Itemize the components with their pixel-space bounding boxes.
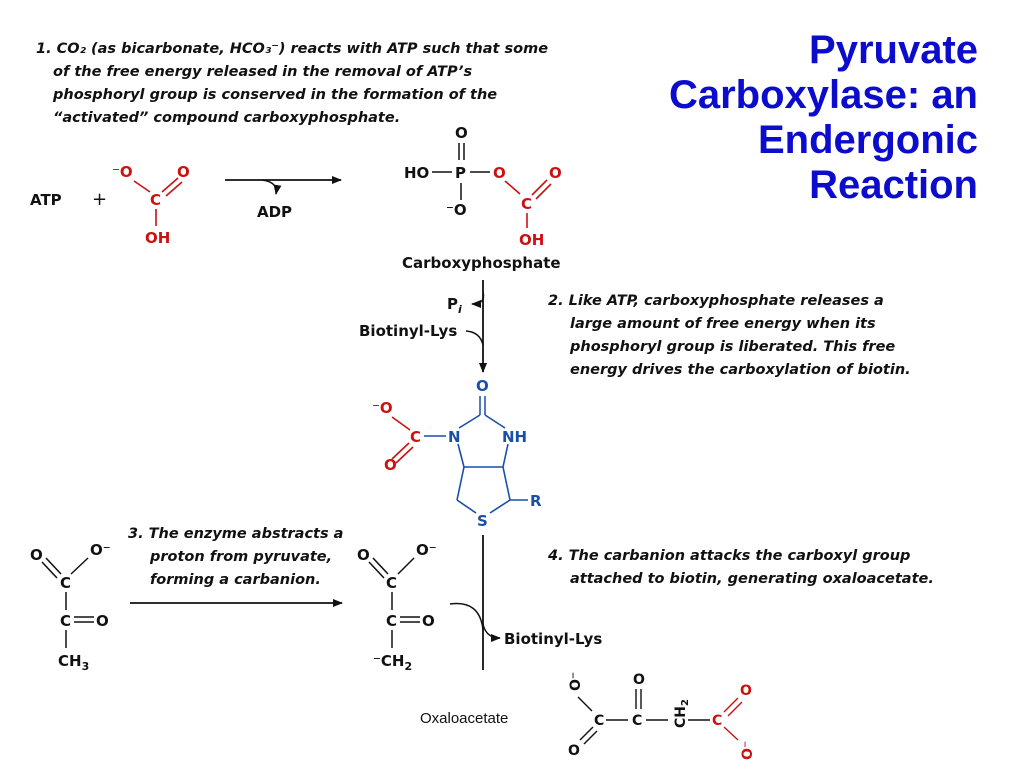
pi-label: Pi (447, 295, 462, 316)
step-4-line-1: 4. The carbanion attacks the carboxyl gr… (548, 548, 911, 564)
svg-text:C: C (632, 713, 642, 729)
adp-release-arrow (261, 179, 282, 195)
svg-text:O: O (177, 163, 190, 181)
step-1-line-1: 1. CO₂ (as bicarbonate, HCO₃⁻) reacts wi… (36, 41, 549, 57)
step-3-line-3: forming a carbanion. (150, 572, 321, 588)
step-2-text: 2. Like ATP, carboxyphosphate releases a… (548, 290, 911, 382)
carbanion-structure: O O⁻ C C O ⁻CH2 (357, 541, 437, 673)
title-line-4: Reaction (809, 163, 978, 207)
svg-text:O⁻: O⁻ (568, 672, 584, 691)
svg-text:O: O (455, 124, 468, 142)
svg-text:O: O (493, 164, 506, 182)
pi-release-arrow (471, 291, 485, 308)
svg-text:⁻O: ⁻O (446, 201, 467, 219)
svg-text:C: C (712, 713, 722, 729)
carbanion-attack-arrow (449, 602, 484, 631)
step-1-line-3: phosphoryl group is conserved in the for… (53, 87, 498, 103)
pyruvate-structure: O O⁻ C C O CH3 (30, 541, 111, 673)
carboxyphosphate-structure: O HO P O ⁻O C O OH (404, 124, 562, 249)
svg-text:O: O (422, 612, 435, 630)
slide-title: Pyruvate Carboxylase: an Endergonic Reac… (669, 28, 978, 208)
carboxyphosphate-label: Carboxyphosphate (402, 254, 561, 272)
title-line-1: Pyruvate (809, 28, 978, 72)
svg-text:C: C (386, 612, 397, 630)
svg-text:HO: HO (404, 164, 429, 182)
step-2-line-1: 2. Like ATP, carboxyphosphate releases a (548, 293, 884, 309)
svg-text:O⁻: O⁻ (416, 541, 437, 559)
svg-text:O: O (633, 672, 645, 688)
oxaloacetate-structure: O⁻ C O C O CH2 C O O⁻ (568, 672, 756, 760)
svg-text:NH: NH (502, 428, 527, 446)
svg-text:⁻O: ⁻O (112, 163, 133, 181)
svg-text:C: C (60, 574, 71, 592)
svg-text:OH: OH (519, 231, 544, 249)
svg-text:O: O (384, 456, 397, 474)
svg-text:O: O (476, 377, 489, 395)
svg-text:C: C (521, 195, 532, 213)
svg-text:S: S (477, 512, 488, 530)
svg-text:O: O (549, 164, 562, 182)
step-1-line-2: of the free energy released in the remov… (53, 64, 473, 80)
svg-text:O⁻: O⁻ (90, 541, 111, 559)
svg-text:CH2: CH2 (673, 699, 691, 728)
biotinyl-lys-release-arrow (482, 623, 501, 642)
svg-text:⁻CH2: ⁻CH2 (373, 652, 412, 673)
svg-text:C: C (386, 574, 397, 592)
svg-text:C: C (410, 428, 421, 446)
step-1-text: 1. CO₂ (as bicarbonate, HCO₃⁻) reacts wi… (36, 38, 548, 130)
step-4-text: 4. The carbanion attacks the carboxyl gr… (548, 545, 934, 591)
svg-text:C: C (60, 612, 71, 630)
svg-text:O: O (357, 546, 370, 564)
step-4-line-2: attached to biotin, generating oxaloacet… (570, 571, 934, 587)
step-3-line-1: 3. The enzyme abstracts a (128, 526, 344, 542)
title-line-3: Endergonic (757, 118, 978, 162)
svg-text:N: N (448, 428, 461, 446)
adp-label: ADP (257, 203, 292, 221)
svg-text:CH3: CH3 (58, 652, 89, 673)
oxaloacetate-label: Oxaloacetate (420, 710, 508, 727)
r-group-label: R (530, 492, 542, 510)
step-2-line-4: energy drives the carboxylation of bioti… (570, 362, 911, 378)
svg-text:O⁻: O⁻ (740, 741, 756, 760)
atp-label: ATP (30, 191, 62, 209)
svg-text:P: P (455, 164, 466, 182)
step-3-line-2: proton from pyruvate, (150, 549, 333, 565)
svg-text:OH: OH (145, 229, 170, 247)
svg-text:O: O (740, 683, 752, 699)
step-2-line-3: phosphoryl group is liberated. This free (570, 339, 896, 355)
biotinyl-lys-label-1: Biotinyl-Lys (359, 322, 457, 340)
step-1-line-4: “activated” compound carboxyphosphate. (53, 110, 401, 126)
carboxybiotin-structure: ⁻O C O O N NH S R (372, 377, 542, 530)
biotinyl-lys-enter-arrow (465, 330, 484, 346)
svg-text:O: O (96, 612, 109, 630)
plus-sign: + (92, 189, 107, 210)
svg-text:O: O (568, 743, 580, 759)
biotinyl-lys-label-2: Biotinyl-Lys (504, 630, 602, 648)
step-2-line-2: large amount of free energy when its (570, 316, 876, 332)
step-3-text: 3. The enzyme abstracts a proton from py… (128, 523, 343, 592)
svg-text:O: O (30, 546, 43, 564)
bicarbonate-structure: ⁻O O C OH (112, 163, 190, 247)
svg-text:C: C (594, 713, 604, 729)
svg-text:C: C (150, 191, 161, 209)
title-line-2: Carboxylase: an (668, 73, 978, 117)
svg-text:⁻O: ⁻O (372, 399, 393, 417)
